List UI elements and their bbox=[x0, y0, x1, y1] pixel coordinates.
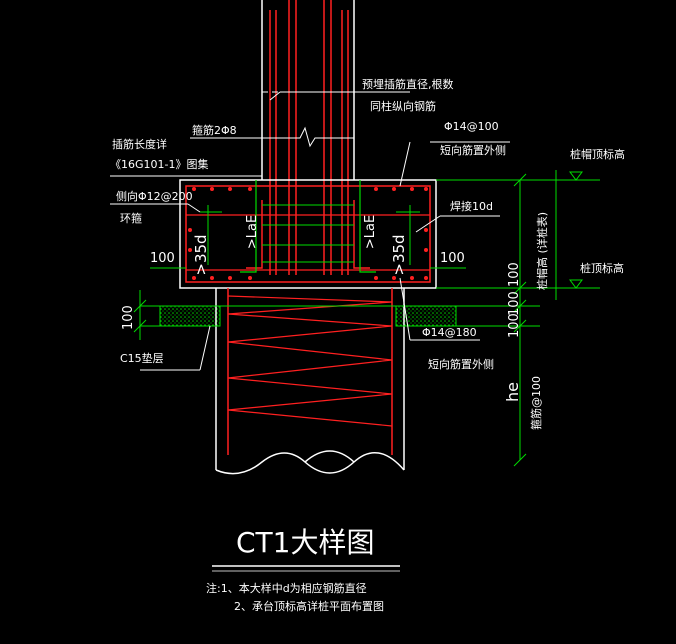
same-as-column-label: 同柱纵向钢筋 bbox=[370, 99, 436, 113]
bottom-bar-note-label: 短向筋置外侧 bbox=[428, 357, 494, 371]
insert-length-label-1: 插筋长度详 bbox=[112, 137, 167, 151]
dim-right-100: 100 bbox=[440, 251, 465, 266]
drawing-title: CT1大样图 bbox=[236, 526, 374, 559]
lae-right-label: >LaE bbox=[363, 215, 378, 249]
d35-left-label: >35d bbox=[192, 234, 210, 275]
d35-right-label: >35d bbox=[390, 234, 408, 275]
reference-lines bbox=[133, 170, 600, 467]
side-bar-label: 侧向Φ12@200 bbox=[116, 189, 193, 203]
dim-cushion-100: 100 bbox=[121, 305, 136, 330]
cushion bbox=[159, 305, 457, 327]
dim-he: he bbox=[503, 382, 522, 402]
cap-top-elev-label: 桩帽顶标高 bbox=[570, 147, 625, 161]
bottom-bar-spec-label: Φ14@180 bbox=[422, 326, 477, 339]
note-2: 2、承台顶标高详桩平面布置图 bbox=[234, 599, 384, 613]
weld-label: 焊接10d bbox=[450, 199, 493, 213]
ring-stirrup-label: 环箍 bbox=[120, 211, 142, 225]
insert-length-label-2: 《16G101-1》图集 bbox=[110, 157, 208, 171]
top-bar-spec-label: Φ14@100 bbox=[444, 120, 499, 133]
pile-stirrup-label: 箍筋@100 bbox=[529, 376, 543, 430]
dim-left-100: 100 bbox=[150, 251, 175, 266]
dim-right-100b: 100 bbox=[507, 313, 522, 338]
top-bar-note-label: 短向筋置外侧 bbox=[440, 143, 506, 157]
stirrup-label: 箍筋2Φ8 bbox=[192, 123, 237, 137]
dim-right-100-100: 100 100 bbox=[507, 262, 522, 316]
leader-lines bbox=[110, 91, 510, 371]
cushion-label: C15垫层 bbox=[120, 351, 164, 365]
pile-cap bbox=[179, 179, 437, 289]
note-1: 注:1、本大样中d为相应钢筋直径 bbox=[206, 581, 367, 595]
pile-top-elev-label: 桩顶标高 bbox=[580, 261, 624, 275]
cap-height-label: 桩帽高 (详桩表) bbox=[535, 212, 549, 290]
pile bbox=[215, 288, 405, 475]
lae-left-label: >LaE bbox=[245, 215, 260, 249]
embed-bar-label: 预埋插筋直径,根数 bbox=[362, 77, 454, 91]
